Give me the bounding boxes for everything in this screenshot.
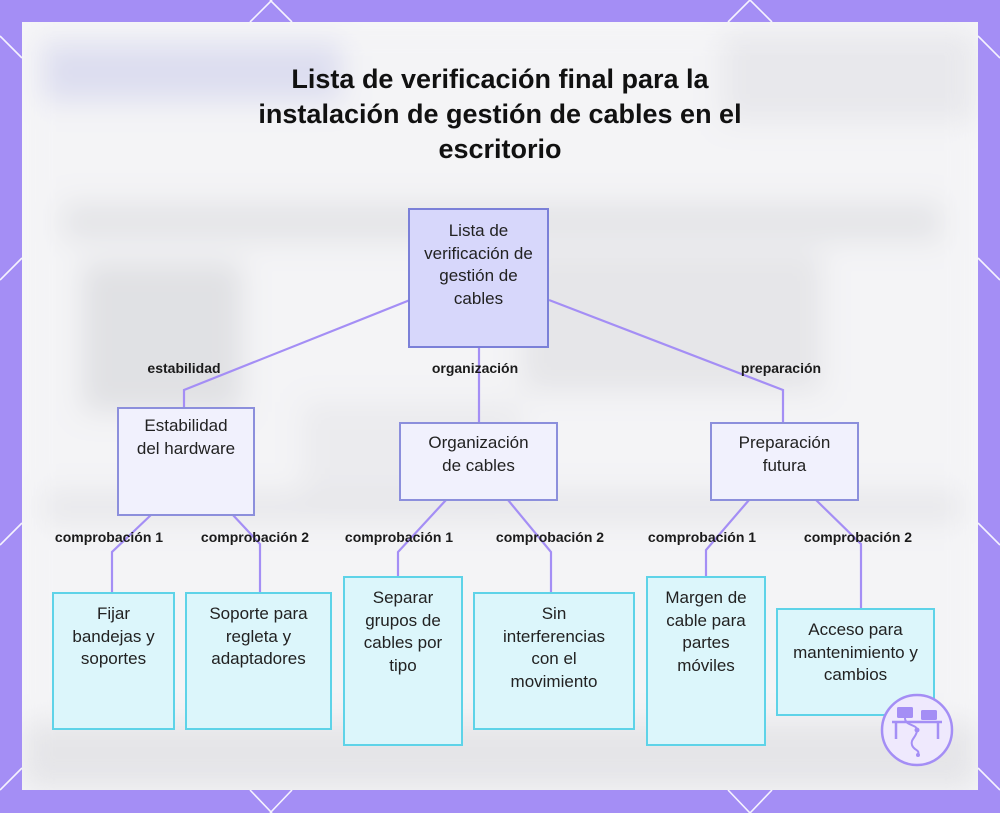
root-node-label: Lista de verificación de gestión de cabl…	[424, 220, 534, 310]
branch-node-estabilidad: Estabilidad del hardware	[117, 407, 255, 516]
diagram-panel: Lista de verificación final para la inst…	[22, 22, 978, 790]
edge-label-estabilidad: estabilidad	[147, 360, 220, 376]
edge-organizacion-2	[508, 500, 551, 592]
desk-cable-logo-icon	[880, 693, 954, 767]
branch-label-preparacion: Preparación futura	[730, 432, 840, 477]
edge-label-estabilidad-2: comprobación 2	[201, 529, 309, 545]
edge-label-preparacion: preparación	[741, 360, 821, 376]
leaf-label-margen-cable: Margen de cable para partes móviles	[661, 587, 751, 677]
branch-label-organizacion: Organización de cables	[419, 432, 539, 477]
branch-node-organizacion: Organización de cables	[399, 422, 558, 501]
leaf-label-fijar-bandejas: Fijar bandejas y soportes	[69, 603, 159, 671]
edge-root-estabilidad	[184, 300, 410, 407]
branch-label-estabilidad: Estabilidad del hardware	[131, 415, 241, 460]
edge-label-organizacion: organización	[432, 360, 518, 376]
leaf-node-fijar-bandejas: Fijar bandejas y soportes	[52, 592, 175, 730]
leaf-node-sin-interferencias: Sin interferencias con el movimiento	[473, 592, 635, 730]
edge-label-organizacion-2: comprobación 2	[496, 529, 604, 545]
edge-estabilidad-2	[232, 514, 260, 592]
leaf-node-separar-grupos: Separar grupos de cables por tipo	[343, 576, 463, 746]
branch-node-preparacion: Preparación futura	[710, 422, 859, 501]
leaf-label-soporte-regleta: Soporte para regleta y adaptadores	[204, 603, 314, 671]
root-node: Lista de verificación de gestión de cabl…	[408, 208, 549, 348]
leaf-label-sin-interferencias: Sin interferencias con el movimiento	[494, 603, 614, 693]
edge-label-preparacion-2: comprobación 2	[804, 529, 912, 545]
leaf-node-soporte-regleta: Soporte para regleta y adaptadores	[185, 592, 332, 730]
leaf-node-margen-cable: Margen de cable para partes móviles	[646, 576, 766, 746]
leaf-label-acceso-mantenimiento: Acceso para mantenimiento y cambios	[786, 619, 926, 687]
leaf-label-separar-grupos: Separar grupos de cables por tipo	[353, 587, 453, 677]
edge-label-organizacion-1: comprobación 1	[345, 529, 453, 545]
edge-estabilidad-1	[112, 514, 152, 592]
edge-label-preparacion-1: comprobación 1	[648, 529, 756, 545]
edge-label-estabilidad-1: comprobación 1	[55, 529, 163, 545]
edge-preparacion-2	[816, 500, 861, 608]
